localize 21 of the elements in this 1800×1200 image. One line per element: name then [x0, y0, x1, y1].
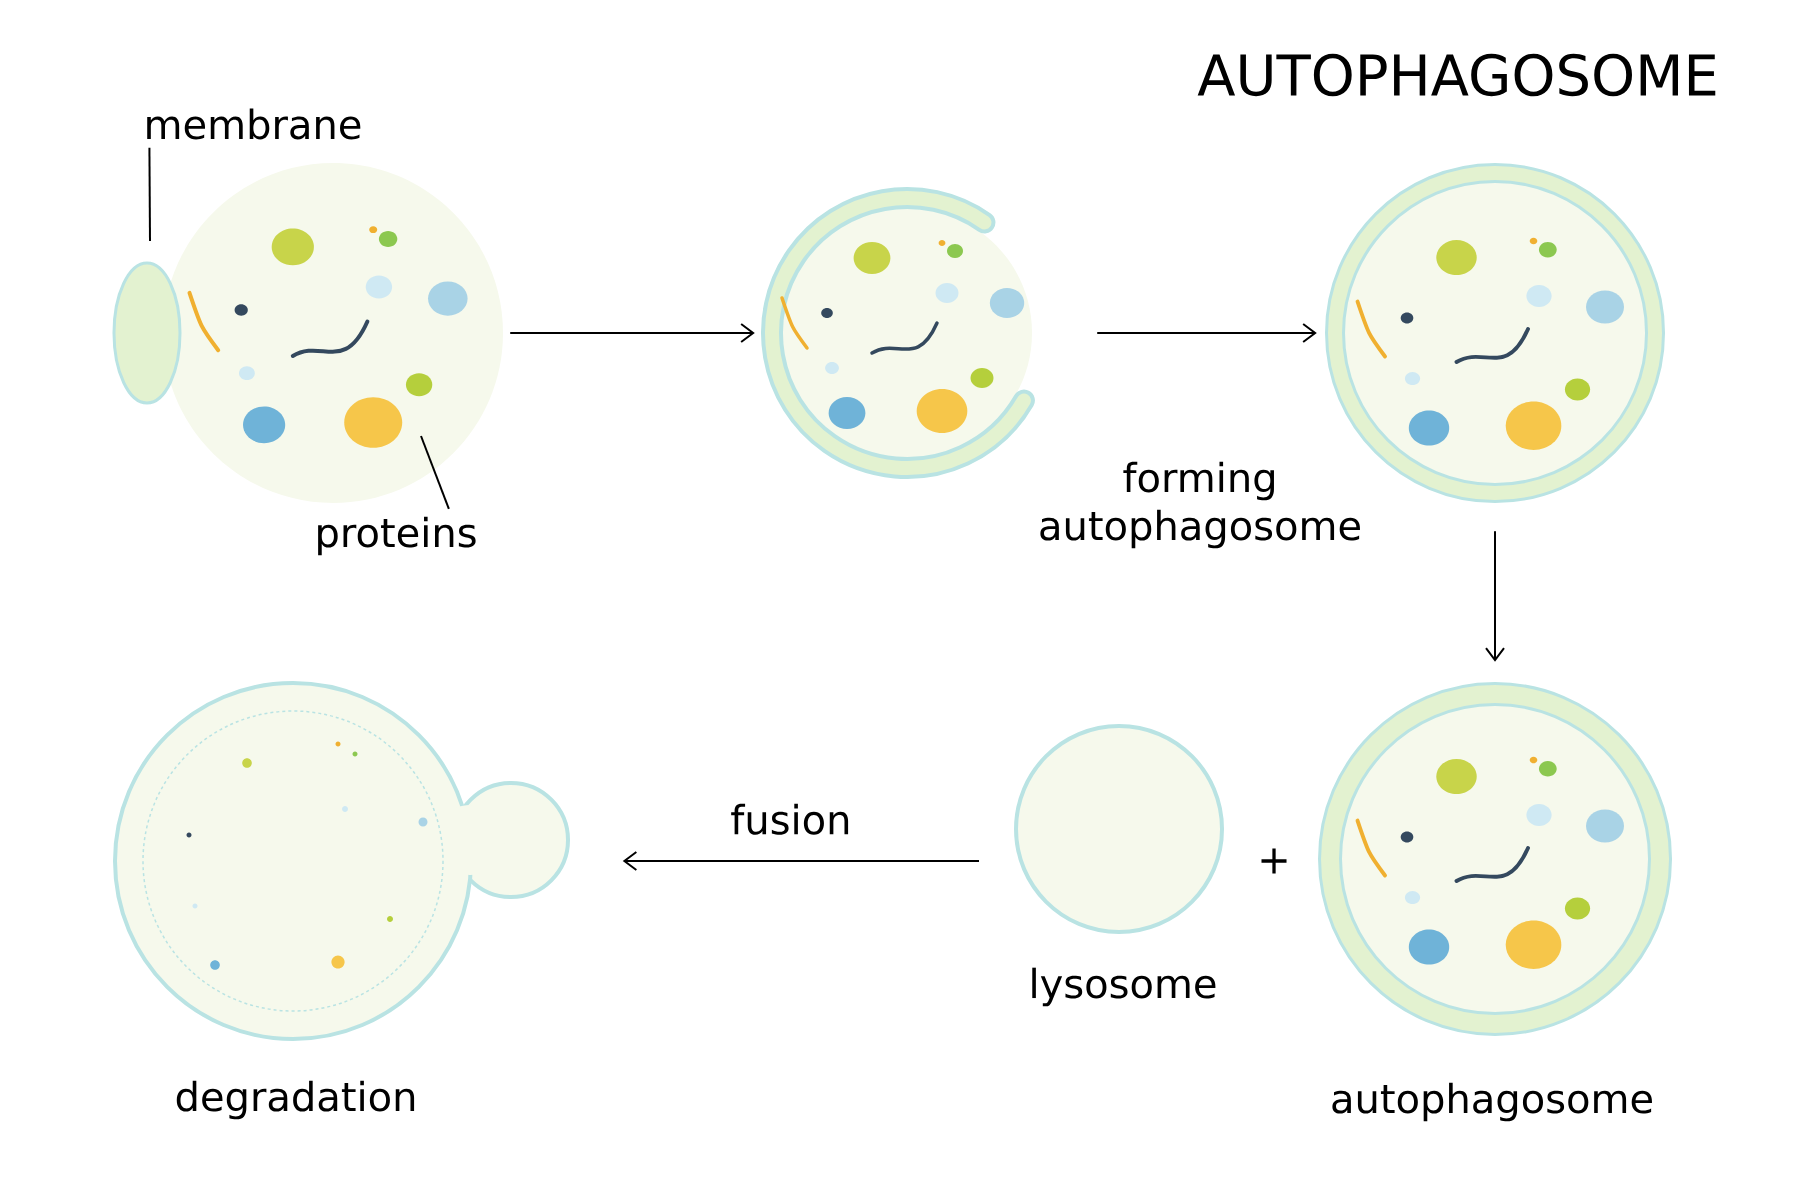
cell-drawing [1318, 682, 1672, 1036]
cell-drawing [761, 187, 1035, 479]
cell-drawing [112, 163, 503, 503]
plus-sign: + [1261, 848, 1287, 874]
leader-line [420, 435, 450, 510]
leader-line [148, 146, 151, 242]
cell-drawing [113, 681, 570, 1041]
cell-drawing [1325, 163, 1665, 503]
label-text: membrane [147, 108, 361, 140]
node-label: lysosome [1032, 967, 1216, 1007]
node-label: degradation [176, 1080, 415, 1120]
edge-label: fusion [728, 801, 854, 837]
title: AUTOPHAGOSOME [1197, 53, 1716, 97]
label-text: proteins [318, 516, 476, 556]
arrow [1096, 323, 1317, 343]
node-label: autophagosome [1332, 1082, 1652, 1122]
arrow [1485, 530, 1505, 662]
lysosome-circle [1014, 724, 1224, 934]
arrow [622, 851, 980, 871]
node-label: forming autophagosome [1040, 461, 1360, 549]
arrow [509, 323, 755, 343]
